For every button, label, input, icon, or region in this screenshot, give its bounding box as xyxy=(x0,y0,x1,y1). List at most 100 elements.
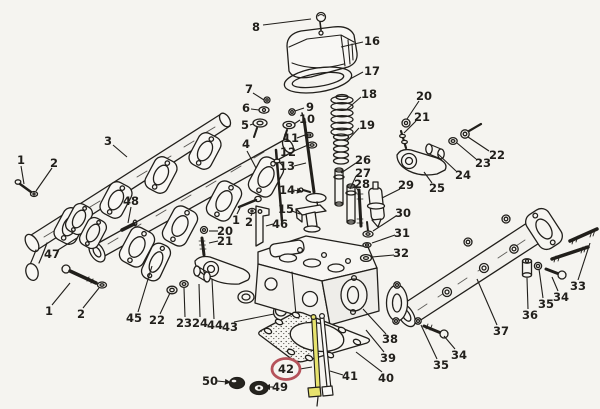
leader-line-16 xyxy=(340,41,364,48)
leader-line-1 xyxy=(20,165,25,185)
push-rod-41 xyxy=(319,313,334,397)
part-label-10: 10 xyxy=(299,112,315,126)
part-label-42: 42 xyxy=(278,362,294,376)
injector-29 xyxy=(366,181,386,228)
part-label-38: 38 xyxy=(382,332,398,346)
highlight-circle xyxy=(270,357,302,381)
leader-line-34 xyxy=(551,276,559,292)
head-stud xyxy=(273,148,284,223)
leader-line-46 xyxy=(265,223,274,227)
nut-7 xyxy=(263,96,271,104)
valve-spring-18 xyxy=(330,93,354,137)
leader-line-36 xyxy=(526,277,529,310)
part-label-26: 26 xyxy=(355,153,371,167)
bolt-1-washer-2-bottomleft xyxy=(61,264,108,289)
leader-line-48 xyxy=(127,206,132,224)
part-label-5: 5 xyxy=(241,118,249,132)
part-label-6: 6 xyxy=(242,101,250,115)
leader-line-8 xyxy=(262,18,312,26)
leader-line-22 xyxy=(159,292,171,315)
leader-line-2 xyxy=(35,167,53,192)
part-label-35: 35 xyxy=(433,358,449,372)
leader-line-28 xyxy=(355,186,361,195)
leader-line-32 xyxy=(371,254,395,258)
part-label-34: 34 xyxy=(451,348,467,362)
part-label-2: 2 xyxy=(50,156,58,170)
leader-line-24 xyxy=(198,283,201,318)
part-label-27: 27 xyxy=(355,166,371,180)
part-label-40: 40 xyxy=(378,371,394,385)
leader-line-23 xyxy=(456,142,477,160)
part-label-43: 43 xyxy=(222,320,238,334)
leader-line-30 xyxy=(372,215,397,232)
part-label-16: 16 xyxy=(364,34,380,48)
intake-manifold xyxy=(88,138,295,268)
part-label-39: 39 xyxy=(380,351,396,365)
part-label-24: 24 xyxy=(192,316,208,330)
spacer-36 xyxy=(521,258,533,278)
rocker-stand-15 xyxy=(295,204,327,233)
leader-line-25 xyxy=(423,171,433,184)
leader-line-43 xyxy=(233,313,275,323)
leader-line-7 xyxy=(252,92,265,101)
washers-30-31-32 xyxy=(359,221,374,263)
leader-line-42 xyxy=(299,366,313,370)
leader-line-9 xyxy=(294,107,305,112)
part-label-30: 30 xyxy=(395,206,411,220)
outlet-flange-38 xyxy=(385,281,409,325)
part-label-47: 47 xyxy=(44,247,60,261)
part-label-15: 15 xyxy=(278,202,294,216)
leader-line-4 xyxy=(246,150,257,169)
leader-line-20 xyxy=(406,100,420,120)
seal-49 xyxy=(249,380,269,396)
part-label-1: 1 xyxy=(17,153,25,167)
manifold-gaskets-47 xyxy=(64,202,108,250)
leader-line-34 xyxy=(443,335,456,350)
leader-line-33 xyxy=(577,242,591,281)
valve-cover xyxy=(286,26,358,79)
leader-line-5 xyxy=(249,123,254,126)
part-label-2: 2 xyxy=(77,307,85,321)
rocker-assembly-top xyxy=(396,118,483,176)
part-label-17: 17 xyxy=(364,64,380,78)
leader-line-21 xyxy=(403,120,417,134)
leader-line-23 xyxy=(183,287,186,318)
leader-line-13 xyxy=(293,162,307,167)
part-label-2: 2 xyxy=(245,215,253,229)
stud-48 xyxy=(120,219,138,232)
leader-line-15 xyxy=(291,210,301,215)
cap-nut-8 xyxy=(315,11,327,31)
leader-line-35 xyxy=(420,324,438,360)
leader-arrowhead-49 xyxy=(264,384,270,390)
valve-guide-26 xyxy=(333,167,345,207)
part-label-33: 33 xyxy=(570,279,586,293)
part-label-41: 41 xyxy=(342,369,358,383)
part-label-29: 29 xyxy=(398,178,414,192)
part-label-34: 34 xyxy=(553,290,569,304)
washer-35-lower xyxy=(414,317,422,325)
washer-10 xyxy=(282,120,296,140)
part-label-37: 37 xyxy=(493,324,509,338)
leader-line-35 xyxy=(538,268,544,299)
part-label-46: 46 xyxy=(272,217,288,231)
leader-line-10 xyxy=(293,119,301,125)
part-label-9: 9 xyxy=(306,100,314,114)
leader-line-27 xyxy=(349,175,357,190)
leader-line-47 xyxy=(57,237,78,251)
bolt-34-lower xyxy=(422,323,449,339)
part-label-7: 7 xyxy=(245,82,253,96)
push-rod-42-highlighted xyxy=(307,314,322,407)
part-label-25: 25 xyxy=(429,181,445,195)
part-label-1: 1 xyxy=(232,213,240,227)
leader-arrowhead-50 xyxy=(224,378,231,385)
part-label-13: 13 xyxy=(279,159,295,173)
part-label-3: 3 xyxy=(104,134,112,148)
part-label-31: 31 xyxy=(394,226,410,240)
nut-9 xyxy=(288,108,296,116)
part-label-8: 8 xyxy=(252,20,260,34)
leader-line-22 xyxy=(467,136,490,152)
part-label-20: 20 xyxy=(416,89,432,103)
leader-line-45 xyxy=(137,265,153,313)
